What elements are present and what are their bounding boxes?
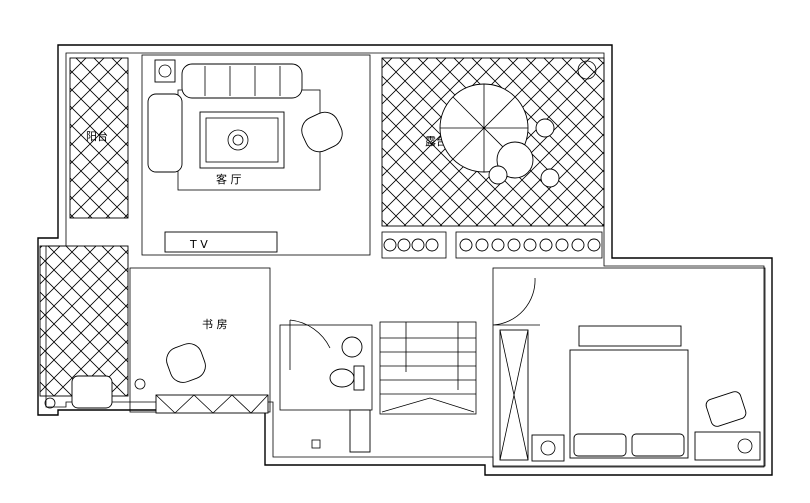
staircase [379, 321, 477, 415]
living-room-label: 客 厅 [216, 172, 242, 186]
nightstand-left-lamp-icon [540, 440, 556, 456]
study-armchair [71, 375, 113, 409]
tv-cabinet [164, 231, 278, 253]
bedroom-chair [705, 391, 747, 427]
bed-pillow-left [573, 433, 627, 457]
side-sofa [147, 93, 183, 173]
lamp-icon [158, 64, 172, 78]
toilet [329, 368, 355, 388]
terrace-light-icon [577, 60, 597, 80]
study-label: 书 房 [202, 318, 228, 331]
study-desk [155, 394, 269, 414]
door-bedroom [492, 277, 540, 326]
umbrella-table-icon [439, 83, 560, 188]
nightstand-right-lamp-icon [737, 438, 753, 454]
left-balcony-tiles-lower [39, 245, 129, 397]
bed-pillow-right [631, 433, 685, 457]
toilet-tank [353, 365, 365, 391]
tv-icon: T V [189, 238, 208, 251]
living-room [141, 54, 371, 256]
coffee-table-inner [205, 117, 279, 163]
planter-row-right [455, 231, 603, 259]
nightstand-left [531, 434, 565, 462]
planter-row-left [381, 231, 447, 259]
flower-vase-icon [227, 129, 249, 151]
corner-table [154, 59, 176, 83]
bed-headboard [578, 325, 682, 347]
master-bedroom [492, 267, 766, 467]
sofa [181, 63, 303, 99]
coffee-table [199, 111, 285, 169]
drain-icon [311, 439, 321, 449]
study-chair [166, 343, 206, 383]
corner-outlet-icon [44, 397, 56, 409]
balcony-left-label: 阳台 [86, 129, 108, 143]
study-outlet-icon [134, 378, 146, 390]
left-balcony-tiles-upper [69, 57, 129, 219]
door-bathroom [289, 319, 331, 370]
nightstand-right [694, 431, 761, 461]
bathroom [279, 324, 373, 411]
bathroom-cabinet [349, 409, 371, 453]
armchair-living [301, 111, 343, 153]
washbasin [341, 336, 363, 358]
